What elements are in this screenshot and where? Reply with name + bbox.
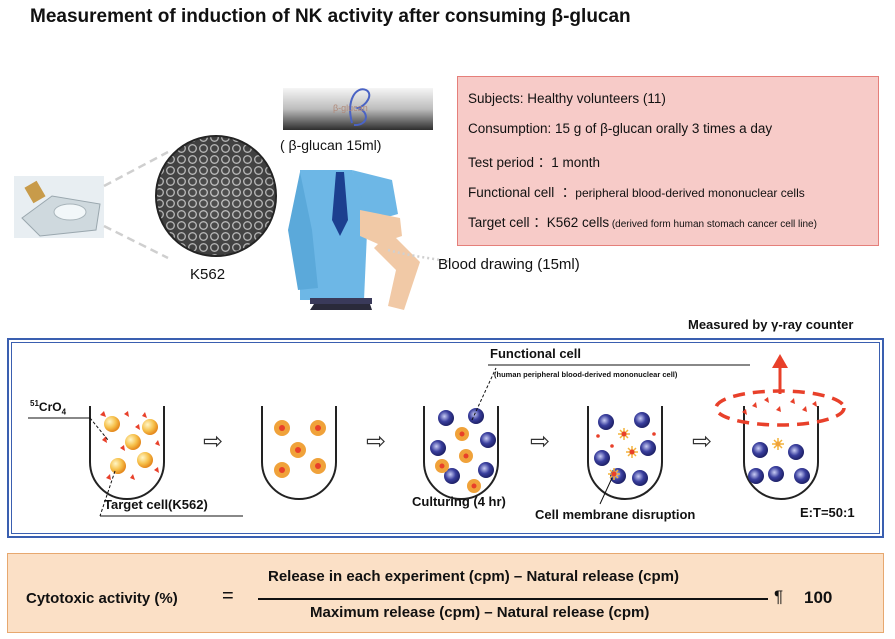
target-cell xyxy=(104,416,120,432)
leader-lines xyxy=(28,364,750,517)
fraction-bar xyxy=(258,598,768,600)
tube-2-contents xyxy=(274,420,326,478)
tube-4 xyxy=(587,406,663,500)
beta-glucan-bottle xyxy=(283,88,433,130)
labeled-target-cell xyxy=(455,427,469,441)
study-info-box: Subjects: Healthy volunteers (11) Consum… xyxy=(457,76,879,246)
effector-cell xyxy=(794,468,810,484)
effector-cell xyxy=(788,444,804,460)
functional-cell-line: Functional cell ：peripheral blood-derive… xyxy=(468,181,805,201)
person-blood-drawing-illustration xyxy=(288,170,453,310)
target-cell-key: Target cell ：K562 cells xyxy=(468,215,610,230)
functional-cell-value: peripheral blood-derived mononuclear cel… xyxy=(575,186,805,200)
step-arrow-icon: ⇨ xyxy=(530,428,551,455)
effector-target-ratio: E:T=50:1 xyxy=(800,505,855,520)
effector-cell xyxy=(430,440,446,456)
assay-tubes xyxy=(89,406,819,500)
effector-cell xyxy=(634,412,650,428)
measured-by-label: Measured by γ-ray counter xyxy=(688,317,854,332)
step-arrow-icon: ⇨ xyxy=(366,428,387,455)
labeled-target-cell xyxy=(274,462,290,478)
effector-cell xyxy=(598,414,614,430)
tube-2 xyxy=(261,406,337,500)
effector-cell xyxy=(748,468,764,484)
target-cell xyxy=(110,458,126,474)
ray-arrow-head xyxy=(772,354,788,368)
labeled-target-cell xyxy=(310,420,326,436)
assay-panel-inner-border xyxy=(11,342,880,534)
chromium-label: 51CrO4 xyxy=(30,399,66,416)
assay-panel xyxy=(7,338,884,538)
target-cell-line: Target cell ：K562 cells (derived form hu… xyxy=(468,211,817,231)
labeled-target-cell xyxy=(310,458,326,474)
step-arrow-icon: ⇨ xyxy=(692,428,713,455)
effector-cell xyxy=(640,440,656,456)
tube-5 xyxy=(743,406,819,500)
effector-cell xyxy=(594,450,610,466)
zoom-line-bottom xyxy=(103,224,169,260)
tube-1 xyxy=(89,406,165,500)
functional-cell-key: Functional cell ： xyxy=(468,185,576,200)
effector-cell xyxy=(480,432,496,448)
formula-denominator: Maximum release (cpm) – Natural release … xyxy=(310,604,650,621)
formula-factor: 100 xyxy=(804,588,833,607)
functional-cell-sublabel: (human peripheral blood-derived mononucl… xyxy=(494,370,678,379)
effector-cell xyxy=(632,470,648,486)
step-arrow-icon: ⇨ xyxy=(203,428,224,455)
k562-cell-micrograph xyxy=(155,135,277,257)
released-chromium xyxy=(742,397,817,415)
test-period-line: Test period ：1 month xyxy=(468,155,601,170)
tube-5-contents xyxy=(714,354,846,484)
bottle-label: β-glucan xyxy=(333,103,368,113)
chromium-subscript: 4 xyxy=(61,407,67,417)
labeled-target-cell xyxy=(435,459,449,473)
bottle-caption: ( β-glucan 15ml) xyxy=(280,137,382,153)
formula-panel: Cytotoxic activity (%) = Release in each… xyxy=(7,553,884,633)
page-title: Measurement of induction of NK activity … xyxy=(30,6,631,27)
target-cell-label: Target cell(K562) xyxy=(104,497,208,512)
formula-times: ¶ xyxy=(774,587,784,606)
target-cell xyxy=(142,419,158,435)
blood-drawing-label: Blood drawing (15ml) xyxy=(438,256,580,273)
tube-4-contents xyxy=(594,412,656,486)
effector-cell xyxy=(752,442,768,458)
effector-cell xyxy=(768,466,784,482)
culturing-label: Culturing (4 hr) xyxy=(412,494,506,509)
labeled-target-cell xyxy=(274,420,290,436)
labeled-target-cell xyxy=(467,479,481,493)
formula-equals: = xyxy=(222,585,234,607)
formula-numerator: Release in each experiment (cpm) – Natur… xyxy=(268,568,680,585)
effector-cell xyxy=(478,462,494,478)
tube-3 xyxy=(423,406,499,500)
labeled-target-cell xyxy=(290,442,306,458)
effector-cell xyxy=(438,410,454,426)
consumption-line: Consumption: 15 g of β-glucan orally 3 t… xyxy=(468,121,773,136)
effector-cell xyxy=(444,468,460,484)
formula-label: Cytotoxic activity (%) xyxy=(26,590,178,607)
subjects-line: Subjects: Healthy volunteers (11) xyxy=(468,91,666,106)
cell-line-label: K562 xyxy=(190,266,226,283)
culture-flask-image xyxy=(14,176,104,238)
disruption-label: Cell membrane disruption xyxy=(535,507,696,522)
tube-3-contents xyxy=(430,408,496,493)
target-cell-detail: (derived form human stomach cancer cell … xyxy=(609,219,817,230)
chromium-isotope: 51 xyxy=(30,399,39,408)
target-cell xyxy=(137,452,153,468)
functional-cell-label: Functional cell xyxy=(490,346,582,361)
tube-1-contents xyxy=(100,411,160,480)
target-cell xyxy=(125,434,141,450)
chromium-formula: CrO xyxy=(38,400,62,414)
labeled-target-cell xyxy=(459,449,473,463)
